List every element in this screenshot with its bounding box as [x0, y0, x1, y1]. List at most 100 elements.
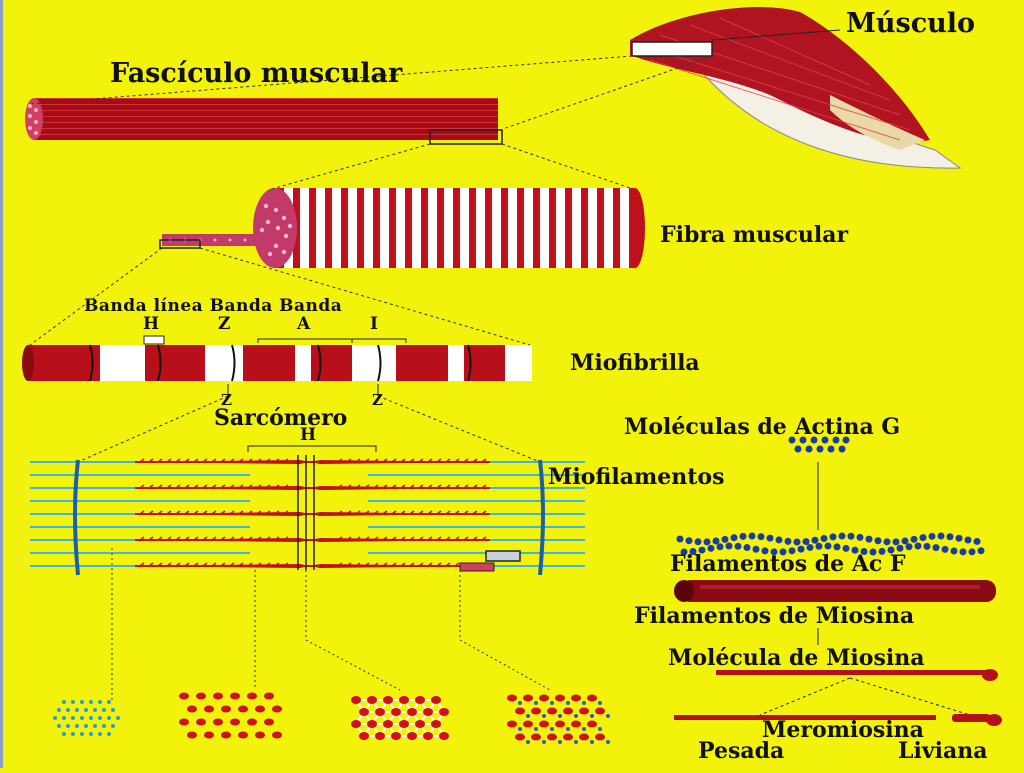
actin-bead [950, 547, 958, 555]
actin-bead [829, 533, 837, 541]
actin-bead [977, 547, 985, 555]
actin-bead [694, 538, 702, 546]
overlap-thin-dot [550, 727, 554, 731]
myosin-head [238, 510, 244, 515]
myosin-head [445, 510, 451, 515]
thin-filament-dot [62, 700, 66, 704]
thin-filament-dot [84, 708, 88, 712]
myosin-head [355, 458, 361, 463]
sarcomere-bracket [247, 445, 377, 452]
myosin-head [454, 484, 460, 489]
label-actina-g: Moléculas de Actina G [624, 414, 901, 440]
thin-filament-dot [98, 732, 102, 736]
thin-filament-dot [80, 732, 84, 736]
actin-bead [842, 544, 850, 552]
overlap-thick-dot [571, 720, 581, 728]
actin-bead [856, 533, 864, 541]
lattice-node [415, 720, 425, 728]
myosin-head [373, 458, 379, 463]
thin-filament-dot [62, 732, 66, 736]
actin-bead [770, 548, 778, 556]
myosin-head [436, 536, 442, 541]
overlap-thick-dot [595, 733, 605, 741]
myosin-head [193, 562, 199, 567]
actin-bead [752, 545, 760, 553]
thin-filament-dot [98, 716, 102, 720]
label-meromiosina: Meromiosina [762, 717, 924, 743]
actin-bead [941, 545, 949, 553]
myosin-head [418, 484, 424, 489]
myosin-head [382, 536, 388, 541]
myosin-head [193, 510, 199, 515]
myosin-head [355, 484, 361, 489]
myosin-head [463, 510, 469, 515]
actin-bead [820, 534, 828, 542]
myosin-head [445, 562, 451, 567]
thick-filament-dot [255, 705, 265, 713]
myosin-molecule [716, 669, 998, 681]
actin-bead [806, 543, 814, 551]
actin-f-filament [676, 532, 985, 556]
thick-filament-dot [213, 692, 223, 700]
lattice-node [391, 732, 401, 740]
myosin-head [211, 562, 217, 567]
fiber-selection-box [159, 239, 201, 249]
myosin-head [400, 562, 406, 567]
thick-filament-dot [187, 731, 197, 739]
actin-bead [973, 537, 981, 545]
lattice-node [423, 732, 433, 740]
myosin-head [148, 510, 154, 515]
thin-filament-dot [80, 716, 84, 720]
thick-filament-dot [187, 705, 197, 713]
myosin-head [391, 536, 397, 541]
myosin-head [184, 536, 190, 541]
overlap-thin-dot [590, 714, 594, 718]
myosin-head [166, 562, 172, 567]
actin-g-molecules [788, 436, 850, 453]
thin-filament-dot [80, 700, 84, 704]
thick-filament-dot [196, 718, 206, 726]
myosin-head [148, 536, 154, 541]
lattice-node [359, 732, 369, 740]
myosin-head [418, 510, 424, 515]
myosin-head [346, 458, 352, 463]
actin-bead [779, 548, 787, 556]
overlap-thick-dot [507, 694, 517, 702]
myosin-head [346, 484, 352, 489]
label-h-sarcomero: H [300, 425, 317, 445]
myosin-head [373, 484, 379, 489]
myosin-head [454, 562, 460, 567]
thin-filament-dot [66, 724, 70, 728]
myosin-head [238, 484, 244, 489]
actin-bead [905, 543, 913, 551]
overlap-thin-dot [550, 701, 554, 705]
myosin-head [247, 510, 253, 515]
myosin-head [427, 458, 433, 463]
myosin-filament [674, 580, 996, 602]
label-fibra-muscular: Fibra muscular [660, 222, 849, 248]
label-filamentos-ac-f: Filamentos de Ac F [670, 551, 906, 577]
overlap-thin-dot [566, 727, 570, 731]
myosin-head [166, 458, 172, 463]
thick-filament-dot [179, 692, 189, 700]
myosin-head [166, 510, 172, 515]
actin-bead [748, 532, 756, 540]
myosin-head [148, 562, 154, 567]
actin-bead [932, 544, 940, 552]
myosin-head [247, 536, 253, 541]
fiber-illustration [159, 188, 645, 268]
myosin-head [364, 510, 370, 515]
myosin-head [445, 458, 451, 463]
actin-bead [919, 534, 927, 542]
myosin-head [481, 510, 487, 515]
label-miofibrilla: Miofibrilla [570, 350, 700, 376]
myosin-head [382, 510, 388, 515]
myosin-head [283, 510, 289, 515]
myosin-head [400, 484, 406, 489]
thick-filament-dot [238, 705, 248, 713]
myosin-head [256, 562, 262, 567]
thin-filament-dot [107, 700, 111, 704]
thick-filament-dot [179, 718, 189, 726]
overlap-thick-dot [579, 733, 589, 741]
lattice-node [351, 720, 361, 728]
